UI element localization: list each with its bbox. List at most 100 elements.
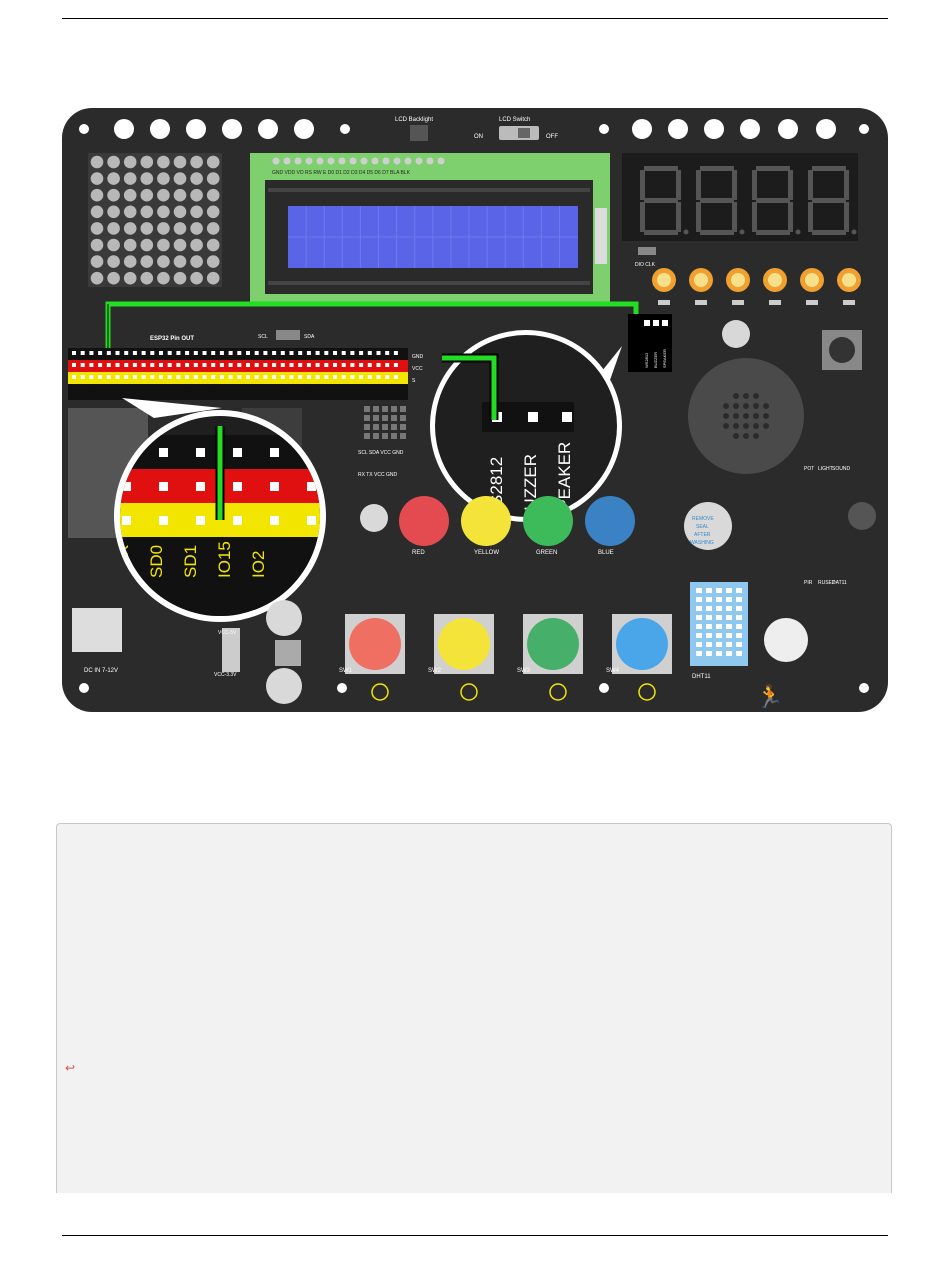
- color-led: [585, 496, 635, 546]
- dht-vent: [716, 606, 722, 611]
- zoom-pin: [159, 516, 168, 525]
- header-pin: [89, 375, 94, 379]
- segment: [644, 230, 678, 235]
- matrix-dot: [206, 205, 220, 219]
- header-pin: [124, 351, 129, 355]
- ring-led-pad: [695, 300, 707, 305]
- sound-pin: [644, 320, 650, 326]
- matrix-dot: [123, 222, 137, 235]
- segment: [644, 198, 678, 203]
- mid-chip: [391, 433, 397, 439]
- matrix-dot: [190, 205, 203, 219]
- header-pin: [150, 363, 155, 367]
- header-pin: [315, 375, 320, 379]
- matrix-dot: [140, 188, 154, 202]
- matrix-dot: [173, 188, 187, 202]
- header-pin: [350, 351, 355, 355]
- board-holes: [79, 119, 869, 693]
- speaker-hole: [743, 403, 749, 409]
- zoom-left-label: IO15: [215, 541, 234, 578]
- header-pin: [185, 351, 190, 355]
- segment: [732, 202, 737, 232]
- matrix-dot: [123, 188, 137, 202]
- header-pin: [150, 375, 155, 379]
- matrix-dot: [123, 205, 137, 219]
- dht-vent: [696, 606, 702, 611]
- zoom-pin: [270, 482, 279, 491]
- header-pin: [298, 363, 303, 367]
- header-pin: [333, 351, 337, 355]
- mid-chip: [400, 433, 406, 439]
- zoom-left-label: IO2: [249, 551, 268, 578]
- matrix-dot: [190, 172, 203, 185]
- switch-label: SW2: [428, 668, 442, 674]
- header-pin: [333, 375, 337, 379]
- speaker-hole: [743, 413, 749, 419]
- header-pin: [237, 363, 242, 367]
- header-pin: [80, 375, 85, 379]
- sensor-round-bottom-1: [266, 600, 302, 636]
- dht-vent: [706, 588, 712, 593]
- scl-label: SCL: [258, 334, 268, 340]
- segment: [696, 170, 701, 200]
- sensor-round-bottom-2: [266, 668, 302, 704]
- mid-header-label-2: RX TX VCC GND: [358, 472, 397, 478]
- header-pin: [272, 351, 277, 355]
- header-pin: [115, 375, 120, 379]
- dht-vent: [726, 642, 732, 647]
- header-pin: [202, 363, 207, 367]
- rail-vcc-label: VCC: [412, 366, 423, 372]
- mid-chip: [373, 415, 379, 421]
- mid-chip: [391, 406, 397, 412]
- header-pin: [324, 363, 329, 367]
- mid-chip: [400, 415, 406, 421]
- header-pin: [176, 363, 181, 367]
- color-led: [523, 496, 573, 546]
- matrix-dot: [173, 205, 187, 219]
- dht-vent: [716, 633, 722, 638]
- lcd-pin: [305, 157, 313, 165]
- color-leds: [360, 496, 635, 546]
- dht-vent: [736, 588, 742, 593]
- segment: [788, 170, 793, 200]
- light-label: LIGHT: [818, 466, 833, 472]
- ring-led-pad: [769, 300, 781, 305]
- led-label: GREEN: [536, 550, 557, 556]
- lcd-pin: [283, 157, 291, 165]
- lcd-pin: [415, 157, 423, 165]
- header-pin: [185, 375, 190, 379]
- dht-vent: [696, 615, 702, 620]
- lcd-backlight-label: LCD Backlight: [395, 117, 433, 123]
- button-cap: [527, 618, 579, 670]
- dht-vent: [706, 651, 712, 656]
- segment: [756, 198, 790, 203]
- header-pin: [333, 363, 337, 367]
- speaker-hole: [753, 413, 759, 419]
- buzzer-sticker-1: REMOVE: [692, 516, 714, 522]
- speaker-hole: [763, 413, 769, 419]
- header-pin: [289, 351, 294, 355]
- matrix-dot: [206, 188, 220, 202]
- dht-vent: [736, 651, 742, 656]
- mid-chip: [382, 424, 388, 430]
- rail-gnd-label: GND: [412, 354, 424, 360]
- segment: [808, 202, 813, 232]
- header-pin: [72, 363, 76, 367]
- mid-chip: [364, 406, 370, 412]
- small-sound-label: SPEAKER: [662, 349, 667, 368]
- matrix-dot: [140, 238, 154, 252]
- dht-vent: [696, 633, 702, 638]
- dht-vent: [726, 651, 732, 656]
- ring-led-inner: [657, 273, 671, 287]
- buzzer-sticker-2: SEAL: [696, 524, 709, 530]
- header-pin: [246, 363, 250, 367]
- dc-in-label: DC IN 7-12V: [84, 668, 118, 674]
- header-pin: [219, 363, 224, 367]
- segment: [676, 202, 681, 232]
- matrix-dot: [90, 271, 104, 285]
- dht-vent: [696, 651, 702, 656]
- header-pin: [263, 363, 268, 367]
- header-pin: [324, 351, 329, 355]
- matrix-dot: [123, 238, 137, 252]
- dht-vent: [696, 642, 702, 647]
